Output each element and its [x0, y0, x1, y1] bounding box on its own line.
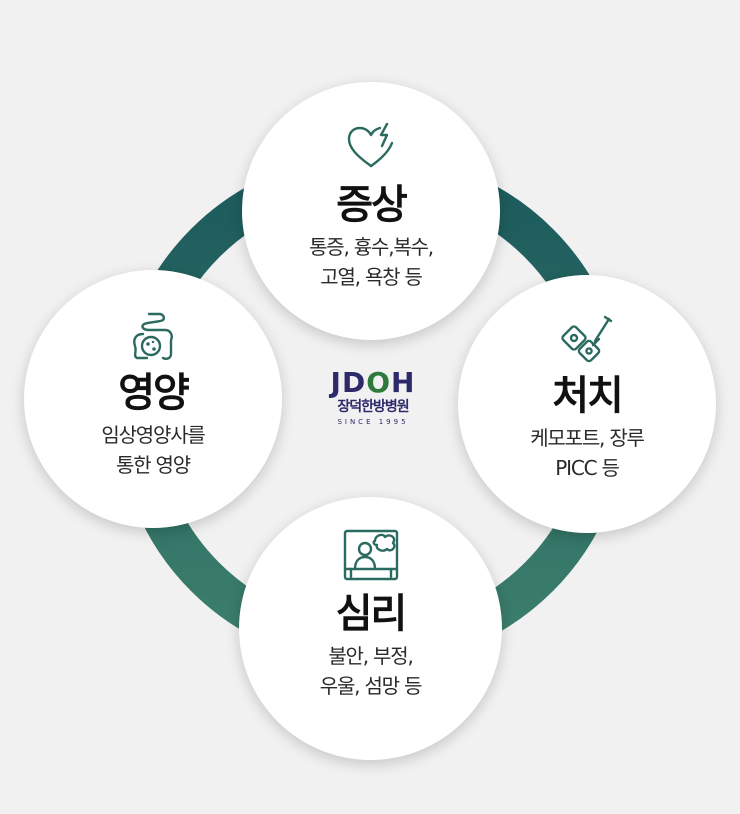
desc-line: 임상영양사를 — [101, 423, 205, 447]
desc-line: 케모포트, 장루 — [530, 426, 645, 450]
node-symptoms: 증상 통증, 흉수,복수, 고열, 욕창 등 — [242, 82, 500, 340]
node-nutrition: 영양 임상영양사를 통한 영양 — [24, 270, 282, 528]
intestine-icon — [133, 312, 173, 360]
node-title: 처치 — [552, 373, 624, 419]
node-description: 통증, 흉수,복수, 고열, 욕창 등 — [309, 232, 434, 292]
desc-line: PICC 등 — [555, 456, 620, 480]
broken-heart-icon — [347, 122, 394, 168]
node-title: 증상 — [336, 182, 408, 228]
catheter-port-icon — [561, 315, 613, 363]
patient-bed-icon — [343, 529, 398, 581]
node-title: 심리 — [335, 591, 408, 637]
desc-line: 고열, 욕창 등 — [320, 265, 423, 289]
logo-since: SINCE 1995 — [337, 418, 409, 426]
node-description: 불안, 부정, 우울, 섬망 등 — [319, 641, 423, 701]
hospital-logo: JDOH 장덕한방병원 SINCE 1995 — [318, 368, 428, 428]
desc-line: 우울, 섬망 등 — [319, 674, 423, 698]
node-title: 영양 — [118, 370, 190, 416]
node-treatment: 처치 케모포트, 장루 PICC 등 — [458, 275, 716, 533]
desc-line: 통한 영양 — [116, 453, 191, 477]
desc-line: 불안, 부정, — [328, 644, 413, 668]
desc-line: 통증, 흉수,복수, — [309, 235, 434, 259]
node-description: 케모포트, 장루 PICC 등 — [530, 423, 645, 483]
node-description: 임상영양사를 통한 영양 — [101, 420, 205, 480]
node-psychology: 심리 불안, 부정, 우울, 섬망 등 — [239, 497, 502, 760]
logo-mark: JDOH — [330, 366, 416, 399]
logo-name: 장덕한방병원 — [337, 399, 409, 415]
